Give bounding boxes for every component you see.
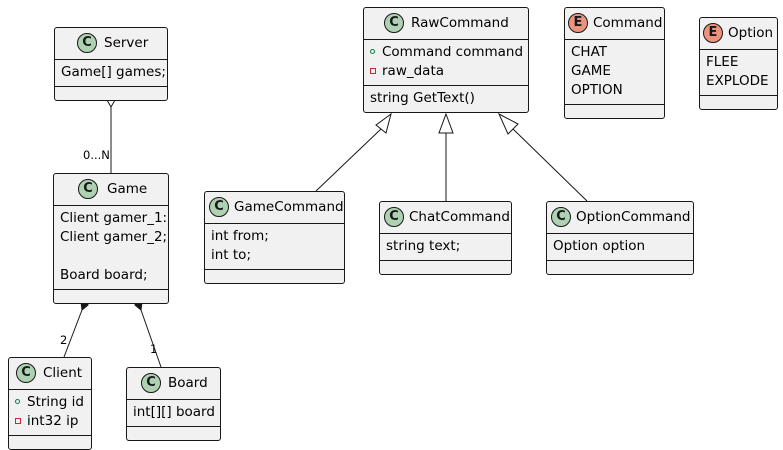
multiplicity-label-board: 1 xyxy=(150,342,158,356)
values-section: FLEE EXPLODE xyxy=(700,49,777,95)
methods-section xyxy=(55,86,167,100)
field: int from; xyxy=(211,228,269,244)
fields-section: Client gamer_1: Client gamer_2; Board bo… xyxy=(54,205,168,289)
class-badge-icon: C xyxy=(384,13,404,33)
class-badge-icon: C xyxy=(77,33,97,53)
class-gamecommand[interactable]: C GameCommand int from; int to; xyxy=(204,191,345,284)
methods-section xyxy=(380,260,511,274)
class-name: RawCommand xyxy=(411,15,509,31)
class-name: OptionCommand xyxy=(576,209,691,225)
enum-name: Command xyxy=(593,15,663,31)
enum-value: OPTION xyxy=(571,82,623,98)
class-badge-icon: C xyxy=(384,207,404,227)
inheritance-arrow-optioncommand xyxy=(497,112,519,135)
enum-badge-icon: E xyxy=(703,23,723,43)
class-name: Client xyxy=(43,365,83,381)
field: int[][] board xyxy=(133,404,215,420)
fields-section: int[][] board xyxy=(127,399,220,426)
class-name: Board xyxy=(168,375,208,391)
class-name: Game xyxy=(107,181,148,197)
class-name: ChatCommand xyxy=(409,209,510,225)
public-visibility-icon xyxy=(15,399,20,404)
private-visibility-icon xyxy=(15,418,21,424)
methods-section xyxy=(9,435,91,449)
class-badge-icon: C xyxy=(209,197,229,217)
public-visibility-icon xyxy=(370,49,375,54)
fields-section: Command command raw_data xyxy=(364,39,528,85)
enum-option[interactable]: E Option FLEE EXPLODE xyxy=(699,17,778,110)
methods-section xyxy=(547,260,693,274)
class-server[interactable]: C Server Game[] games; xyxy=(54,27,168,101)
field: Board board; xyxy=(60,267,148,283)
fields-section: string text; xyxy=(380,233,511,260)
inheritance-arrow-chatcommand xyxy=(438,112,454,134)
methods-section xyxy=(54,289,168,303)
field: Command command xyxy=(364,43,528,62)
enum-value: EXPLODE xyxy=(706,73,769,89)
class-badge-icon: C xyxy=(551,207,571,227)
field: Client gamer_1: xyxy=(60,210,168,226)
field: raw_data xyxy=(364,62,528,81)
fields-section: Option option xyxy=(547,233,693,260)
enum-value: GAME xyxy=(571,63,611,79)
field: Game[] games; xyxy=(61,64,166,80)
methods-section xyxy=(565,104,664,118)
field: int to; xyxy=(211,247,251,263)
class-game[interactable]: C Game Client gamer_1: Client gamer_2; B… xyxy=(53,173,169,304)
values-section: CHAT GAME OPTION xyxy=(565,39,664,104)
method: string GetText() xyxy=(370,90,475,106)
class-badge-icon: C xyxy=(16,363,36,383)
field: string text; xyxy=(386,238,461,254)
class-badge-icon: C xyxy=(78,179,98,199)
enum-value: FLEE xyxy=(706,54,739,70)
class-client[interactable]: C Client String id int32 ip xyxy=(8,357,92,450)
gamecommand-inheritance-line xyxy=(315,128,382,192)
methods-section xyxy=(127,426,220,440)
field: int32 ip xyxy=(9,412,91,431)
class-name: GameCommand xyxy=(234,199,344,215)
class-badge-icon: C xyxy=(141,373,161,393)
field: String id xyxy=(9,393,91,412)
field: Client gamer_2; xyxy=(60,229,168,245)
game-board-composition-line xyxy=(140,309,162,368)
class-chatcommand[interactable]: C ChatCommand string text; xyxy=(379,201,512,275)
multiplicity-label-client: 2 xyxy=(60,333,68,347)
enum-command[interactable]: E Command CHAT GAME OPTION xyxy=(564,7,665,119)
enum-badge-icon: E xyxy=(568,13,588,33)
optioncommand-inheritance-line xyxy=(511,127,588,202)
class-name: Server xyxy=(104,35,149,51)
multiplicity-label-games: 0...N xyxy=(83,148,110,162)
field: Option option xyxy=(553,238,646,254)
enum-name: Option xyxy=(728,25,774,41)
class-board[interactable]: C Board int[][] board xyxy=(126,367,221,441)
field-spacer xyxy=(54,247,168,266)
methods-section: string GetText() xyxy=(364,85,528,112)
private-visibility-icon xyxy=(370,68,376,74)
enum-value: CHAT xyxy=(571,44,608,60)
game-client-composition-line xyxy=(63,309,83,358)
class-rawcommand[interactable]: C RawCommand Command command raw_data st… xyxy=(363,7,529,113)
fields-section: String id int32 ip xyxy=(9,389,91,435)
methods-section xyxy=(205,269,344,283)
class-optioncommand[interactable]: C OptionCommand Option option xyxy=(546,201,694,275)
methods-section xyxy=(700,95,777,109)
fields-section: Game[] games; xyxy=(55,59,167,86)
fields-section: int from; int to; xyxy=(205,223,344,269)
inheritance-arrow-gamecommand xyxy=(375,112,392,134)
